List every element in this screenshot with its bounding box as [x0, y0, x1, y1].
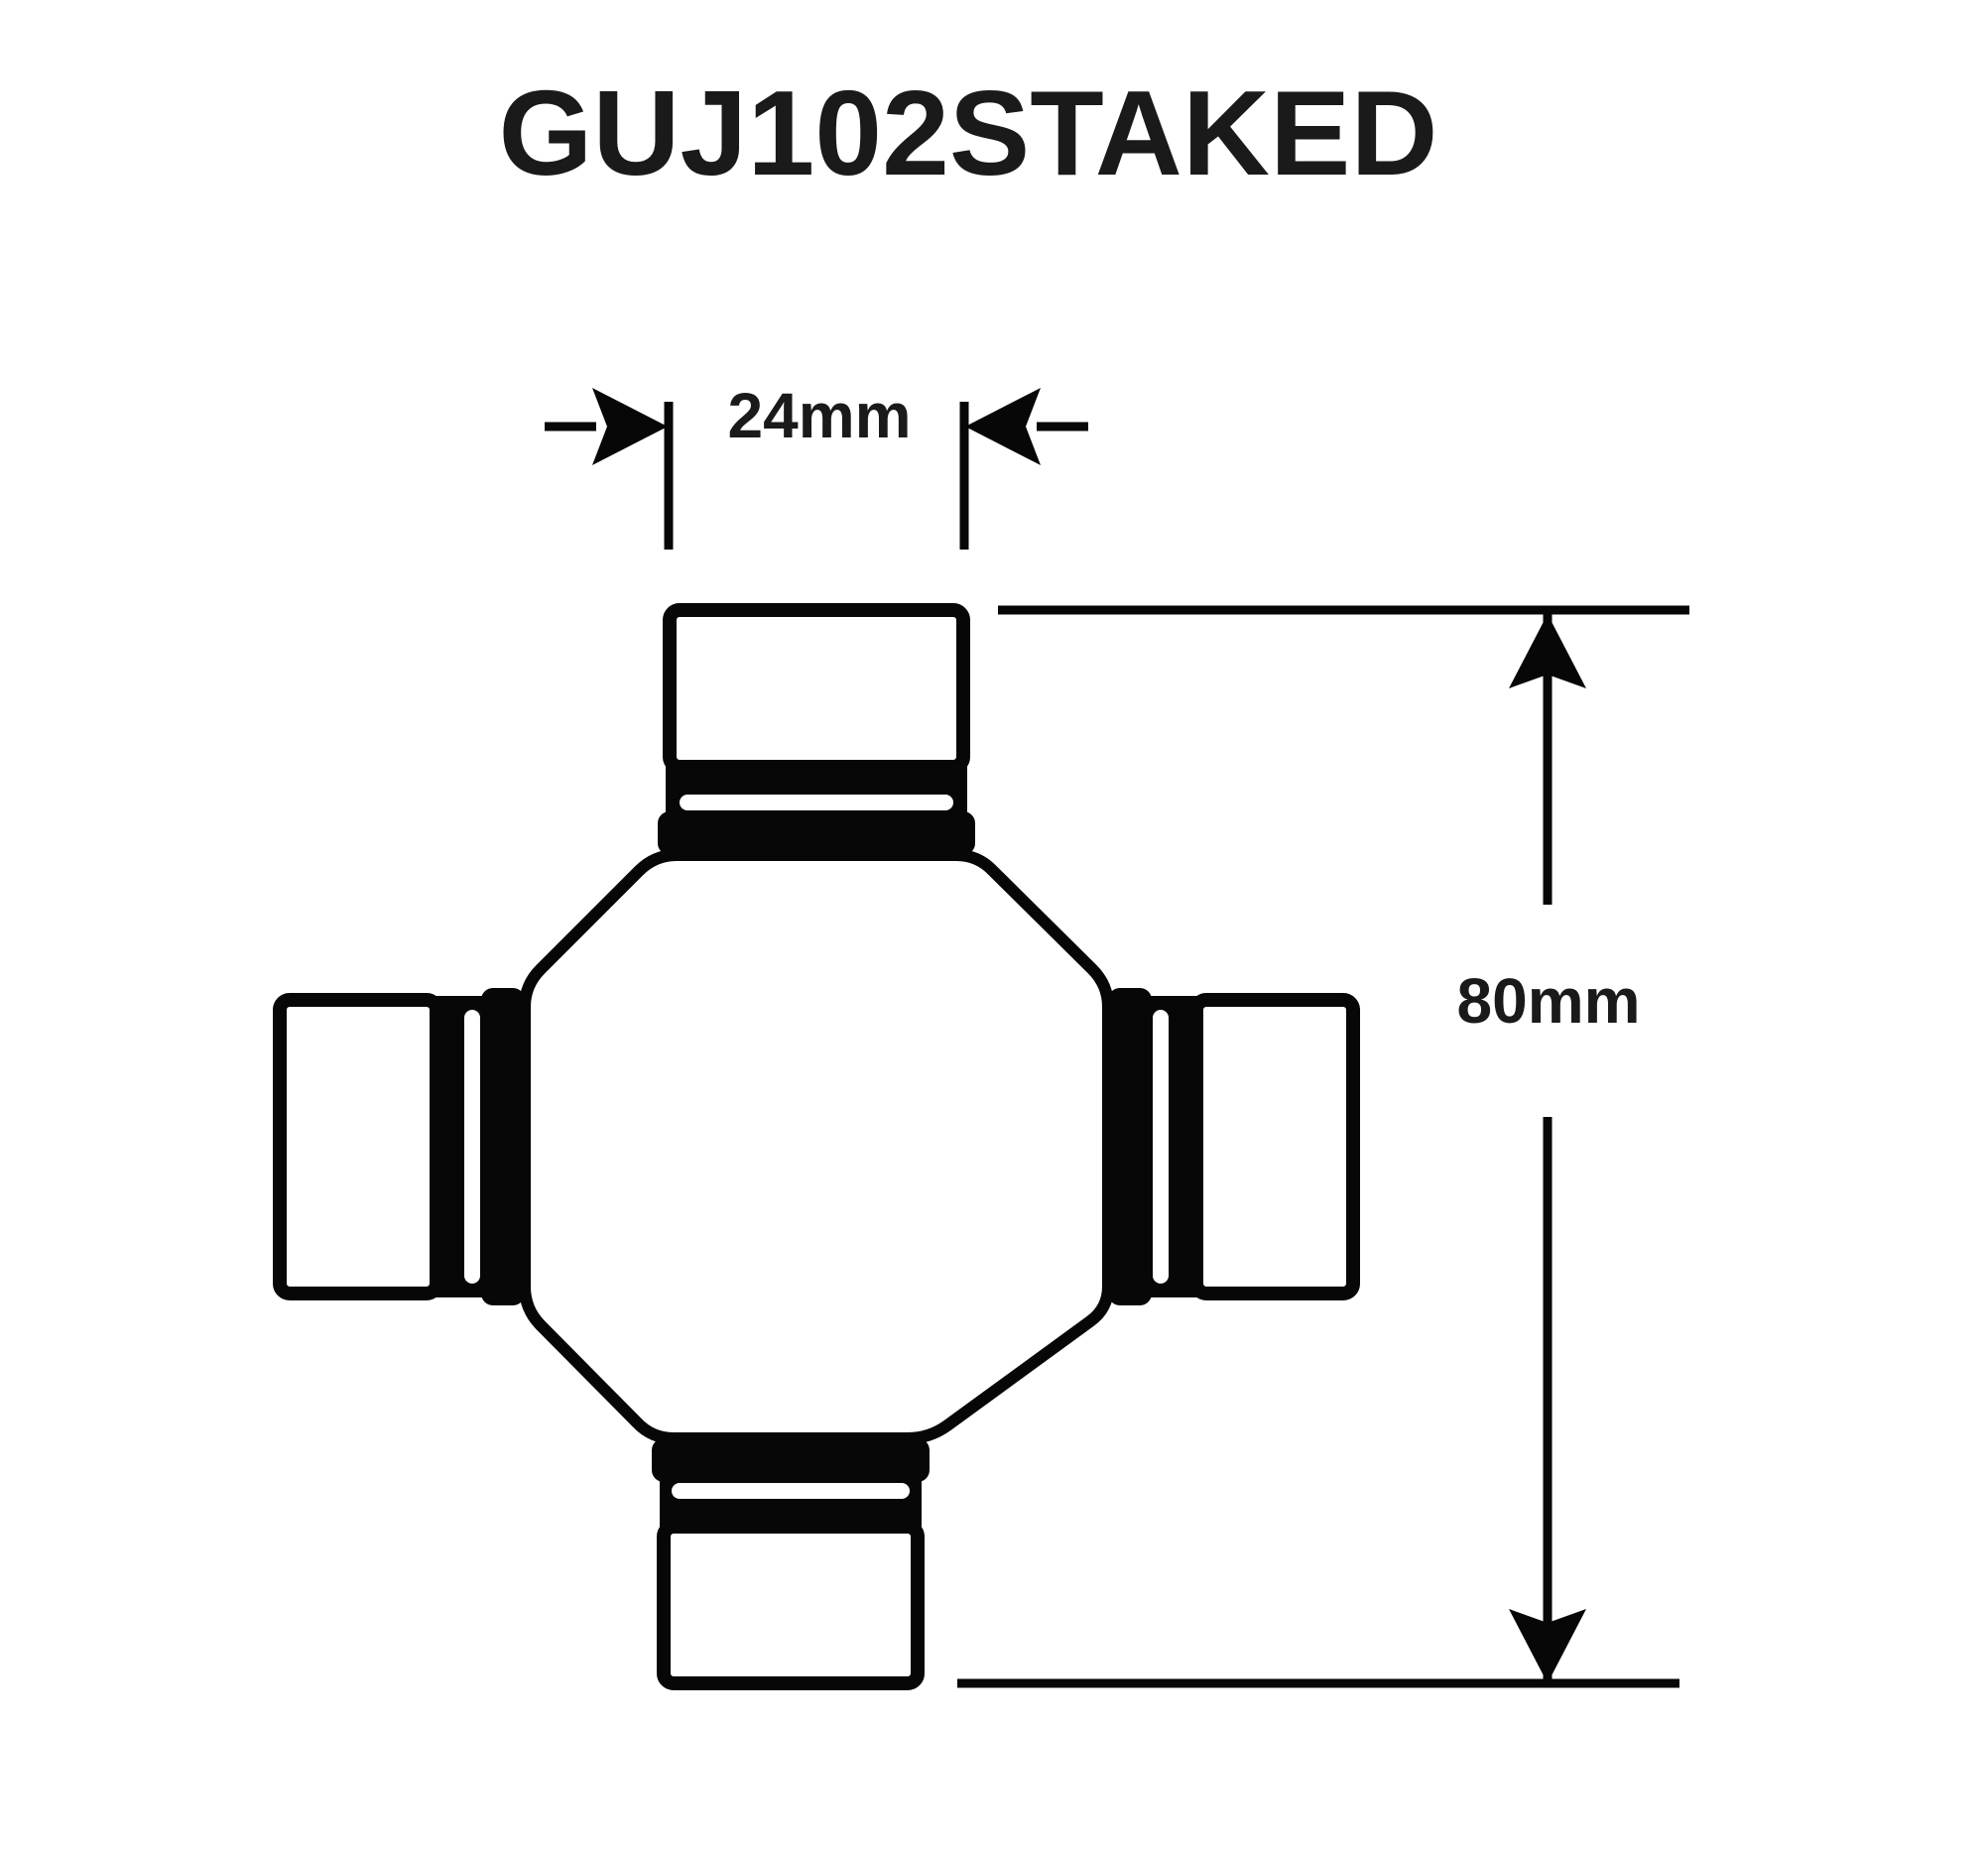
bearing-cap-bottom: [652, 1438, 930, 1690]
width-dimension-label: 24mm: [728, 380, 912, 451]
cap-face-bottom: [657, 1520, 925, 1690]
cap-face-right: [1189, 993, 1360, 1300]
cap-seal-band-top: [658, 811, 975, 855]
cap-face-top: [663, 603, 970, 774]
cap-seal-groove-right: [1153, 1010, 1169, 1284]
page-title: GUJ102STAKED: [499, 65, 1438, 200]
cap-face-left: [273, 993, 443, 1300]
cross-body-outline: [519, 849, 1114, 1444]
cap-seal-band-right: [1108, 988, 1152, 1305]
ujoint-cross-drawing: [273, 603, 1360, 1690]
bearing-cap-left: [273, 988, 525, 1305]
cap-seal-groove-bottom: [672, 1483, 910, 1499]
cap-seal-band-bottom: [652, 1438, 930, 1482]
cap-seal-groove-left: [464, 1010, 480, 1284]
cap-seal-groove-top: [680, 795, 953, 810]
cap-seal-band-left: [481, 988, 525, 1305]
bearing-cap-top: [658, 603, 975, 855]
height-dimension-label: 80mm: [1457, 965, 1641, 1037]
height-arrowhead-bottom-icon: [1509, 1609, 1586, 1683]
width-arrowhead-left-icon: [592, 388, 668, 465]
height-dimension: 80mm: [957, 605, 1689, 1688]
bearing-cap-right: [1108, 988, 1360, 1305]
height-arrowhead-top-icon: [1509, 614, 1586, 688]
width-arrowhead-right-icon: [965, 388, 1041, 465]
width-dimension: 24mm: [545, 380, 1088, 550]
